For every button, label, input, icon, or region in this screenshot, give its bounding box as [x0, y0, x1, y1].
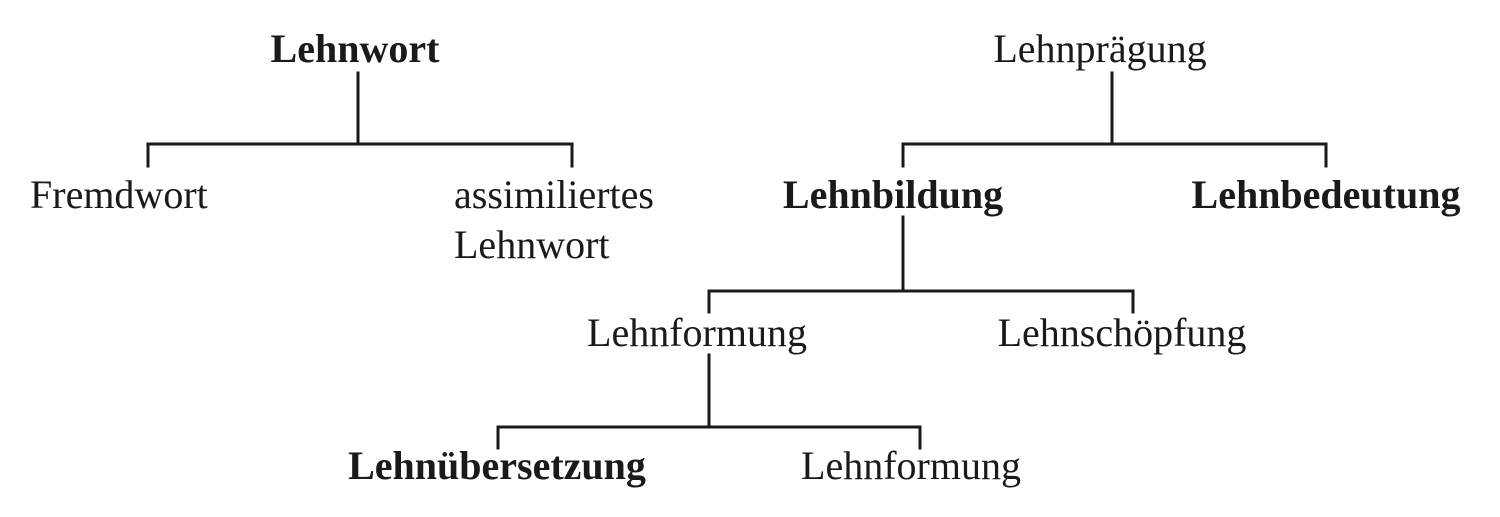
node-assimiliertes-line1: assimiliertes [454, 172, 654, 217]
node-lehnformung: Lehnformung [587, 310, 807, 355]
node-assimiliertes-lehnwort: assimiliertes Lehnwort [454, 170, 654, 270]
node-lehnformung-leaf: Lehnformung [801, 443, 1021, 488]
node-lehnuebersetzung: Lehnübersetzung [348, 443, 646, 488]
node-lehnpraegung: Lehnprägung [993, 26, 1207, 71]
node-lehnbildung: Lehnbildung [782, 172, 1004, 217]
node-lehnwort: Lehnwort [270, 26, 440, 71]
node-lehnschoepfung: Lehnschöpfung [997, 310, 1247, 355]
node-lehnbedeutung: Lehnbedeutung [1191, 172, 1461, 217]
node-assimiliertes-line2: Lehnwort [454, 222, 610, 267]
node-fremdwort: Fremdwort [30, 172, 208, 217]
